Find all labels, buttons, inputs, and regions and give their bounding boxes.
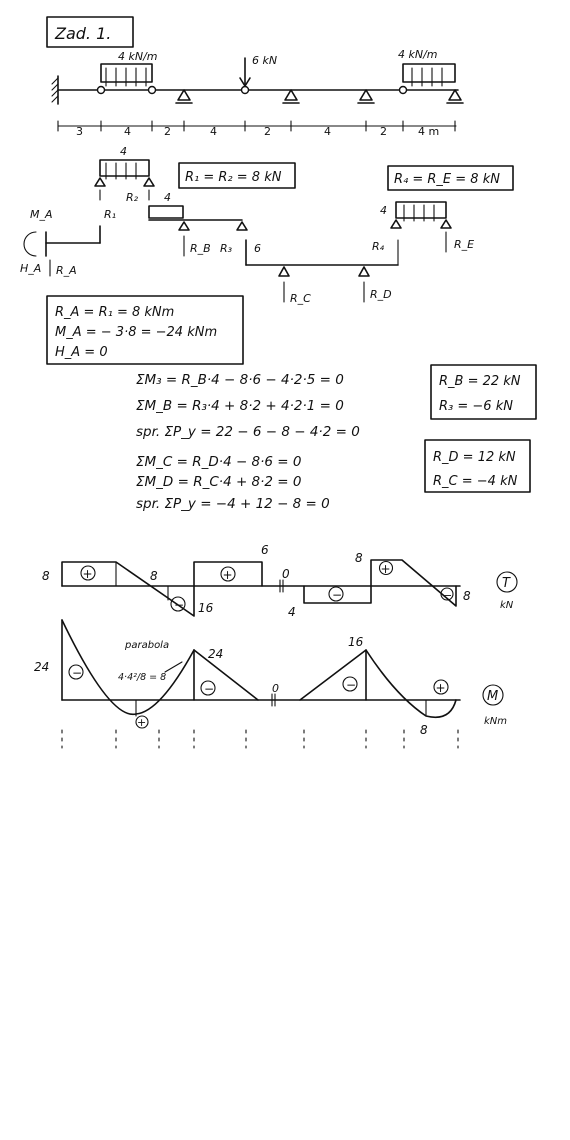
moment-label-5: 8 — [420, 723, 428, 737]
ha-label: H_A — [20, 262, 41, 275]
shear-diagram: 8 8 16 6 0 4 8 8 + − + − + − T kN — [42, 543, 518, 619]
six-label: 6 — [254, 242, 261, 255]
moment-sign-3: − — [204, 682, 214, 696]
moment-sign-4: − — [346, 678, 356, 692]
equations-2: ΣM_C = R_D·4 − 8·6 = 0 ΣM_D = R_C·4 + 8·… — [136, 439, 531, 512]
dim-5: 2 — [264, 125, 271, 138]
results-a-box: R_A = R₁ = 8 kNm M_A = − 3·8 = −24 kNm H… — [46, 295, 244, 365]
ra-label: R_A — [56, 264, 77, 277]
load-q2-label: 4 kN/m — [398, 48, 438, 61]
r1-r2-box: R₁ = R₂ = 8 kN — [178, 162, 296, 189]
shear-sign-1: + — [83, 567, 93, 581]
rc-label: R_C — [290, 292, 311, 305]
shear-label-3: 16 — [198, 601, 214, 615]
shear-label-8: 8 — [463, 589, 471, 603]
title-text: Zad. 1. — [54, 24, 111, 43]
eq1-line-3: spr. ΣP_y = 22 − 6 − 8 − 4·2 = 0 — [136, 424, 360, 440]
shear-label-1: 8 — [42, 569, 50, 583]
rb-label: R_B — [190, 242, 211, 255]
moment-unit: kNm — [484, 716, 507, 727]
shear-label-5: 0 — [282, 567, 290, 581]
result-a-1: R_A = R₁ = 8 kNm — [55, 305, 174, 320]
shear-sign-3: + — [223, 568, 233, 582]
dim-1: 3 — [76, 125, 83, 138]
fbd-q1-label: 4 — [120, 145, 127, 158]
moment-symbol: M — [487, 689, 498, 704]
moment-label-1: 24 — [34, 660, 49, 674]
moment-sign-1: − — [72, 666, 82, 680]
shear-unit: kN — [500, 600, 514, 611]
r1-label: R₁ — [104, 208, 116, 221]
moment-label-2: 24 — [208, 647, 223, 661]
result-2-rc: R_C = −4 kN — [433, 474, 518, 489]
main-beam-diagram: 4 kN/m 6 kN 4 kN/m 3 4 2 4 2 4 2 4 m — [51, 48, 464, 138]
fbd-q3-label: 4 — [380, 204, 387, 217]
result-a-3: H_A = 0 — [55, 345, 108, 360]
shear-label-7: 8 — [355, 551, 363, 565]
ma-label: M_A — [30, 208, 53, 221]
dim-4: 4 — [210, 125, 217, 138]
shear-sign-4: − — [332, 588, 342, 602]
eq2-line-3: spr. ΣP_y = −4 + 12 − 8 = 0 — [136, 496, 330, 512]
result-2-rd: R_D = 12 kN — [433, 450, 516, 465]
eq1-line-2: ΣM_B = R₃·4 + 8·2 + 4·2·1 = 0 — [136, 398, 344, 414]
shear-label-4: 6 — [261, 543, 269, 557]
re-label: R_E — [454, 238, 474, 251]
eq2-line-2: ΣM_D = R_C·4 + 8·2 = 0 — [136, 474, 302, 490]
result-1-r3: R₃ = −6 kN — [439, 399, 513, 414]
parabola-note: parabola — [124, 640, 169, 651]
shear-label-2: 8 — [150, 569, 158, 583]
result-a-2: M_A = − 3·8 = −24 kNm — [55, 325, 217, 340]
parabola-formula: 4·4²/8 = 8 — [118, 672, 166, 683]
eq1-line-1: ΣM₃ = R_B·4 − 8·6 − 4·2·5 = 0 — [136, 372, 344, 388]
dim-6: 4 — [324, 125, 331, 138]
moment-label-4: 16 — [348, 635, 364, 649]
shear-sign-2: − — [174, 598, 184, 612]
result-1-rb: R_B = 22 kN — [439, 374, 521, 389]
moment-label-3: 0 — [272, 682, 279, 695]
dim-8: 4 m — [418, 125, 439, 138]
r4-label: R₄ — [372, 240, 385, 253]
moment-sign-2: + — [137, 716, 146, 729]
dim-2: 4 — [124, 125, 131, 138]
shear-symbol: T — [502, 576, 511, 591]
dim-7: 2 — [380, 125, 387, 138]
shear-label-6: 4 — [288, 605, 296, 619]
r2-label: R₂ — [126, 191, 139, 204]
dim-3: 2 — [164, 125, 171, 138]
shear-sign-5: + — [381, 562, 391, 576]
fbd-q2-label: 4 — [164, 191, 171, 204]
shear-sign-6: − — [443, 589, 452, 602]
moment-diagram: 24 24 0 16 8 parabola 4·4²/8 = 8 − + − −… — [34, 619, 507, 749]
rd-label: R_D — [370, 288, 392, 301]
load-q1-label: 4 kN/m — [118, 50, 158, 63]
free-body-diagrams: 4 R₁ = R₂ = 8 kN R₄ = R_E = 8 kN M_A H_A… — [20, 145, 514, 305]
r4-re-equation: R₄ = R_E = 8 kN — [394, 172, 500, 187]
title-box: Zad. 1. — [46, 16, 134, 48]
eq2-line-1: ΣM_C = R_D·4 − 8·6 = 0 — [136, 454, 302, 470]
r1-r2-equation: R₁ = R₂ = 8 kN — [185, 170, 282, 185]
equations-1: ΣM₃ = R_B·4 − 8·6 − 4·2·5 = 0 ΣM_B = R₃·… — [136, 364, 537, 440]
r3-label: R₃ — [220, 242, 233, 255]
load-p-label: 6 kN — [252, 54, 277, 67]
r4-re-box: R₄ = R_E = 8 kN — [387, 165, 514, 191]
moment-sign-5: + — [436, 681, 446, 695]
